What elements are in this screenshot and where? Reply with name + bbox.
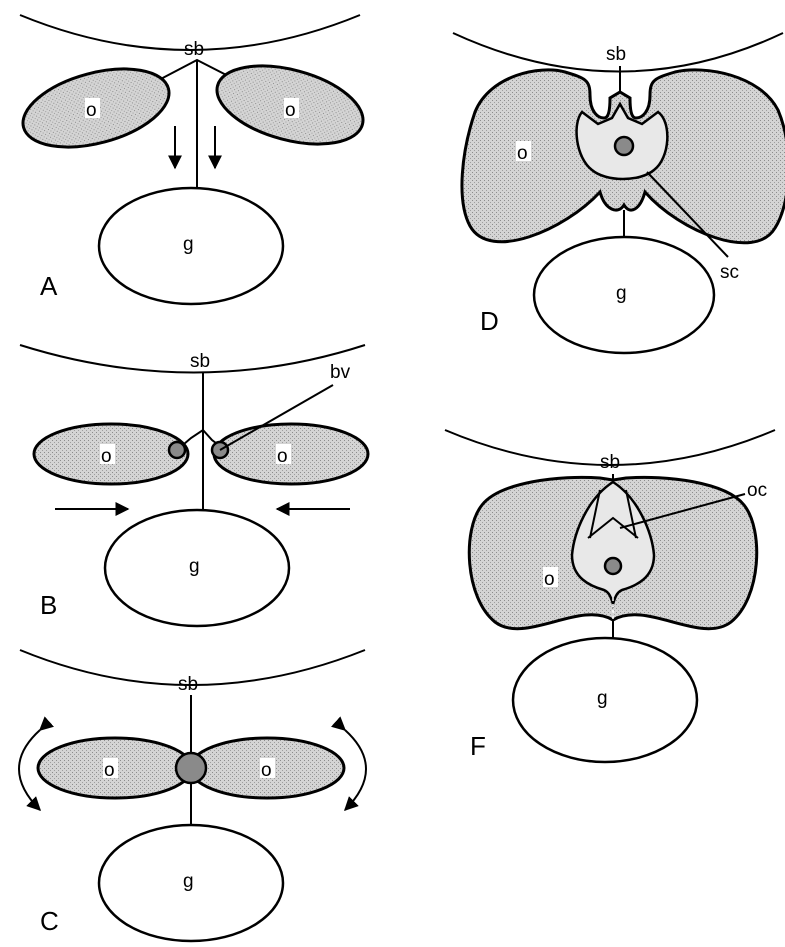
blood-vessel [176, 753, 206, 783]
label-ovary-left: o [101, 446, 112, 467]
label-gut: g [183, 234, 194, 255]
panel-a: sb o o g A [14, 15, 371, 304]
panel-letter-f: F [470, 731, 486, 761]
panel-c: sb o o g C [19, 650, 366, 941]
label-gut: g [597, 688, 608, 709]
panel-letter-c: C [40, 906, 59, 936]
arrow-rotate-right [345, 730, 366, 810]
panel-d: sb o sc g D [453, 33, 785, 353]
label-gut: g [183, 871, 194, 892]
label-swim-bladder: sb [600, 452, 620, 473]
label-ovary-right: o [285, 100, 296, 121]
label-ovary-right: o [277, 446, 288, 467]
label-ovary-right: o [261, 760, 272, 781]
panel-letter-b: B [40, 590, 57, 620]
blood-vessel [605, 558, 621, 574]
label-blood-vessel: bv [330, 362, 351, 383]
label-swim-bladder: sb [606, 44, 626, 65]
label-oc: oc [747, 480, 767, 501]
label-gut: g [616, 283, 627, 304]
label-ovary-left: o [86, 100, 97, 121]
label-sc: sc [720, 262, 739, 283]
panel-letter-a: A [40, 271, 58, 301]
label-ovary: o [517, 143, 528, 164]
panel-b: sb o o bv g B [20, 345, 368, 626]
label-ovary-left: o [104, 760, 115, 781]
panel-letter-d: D [480, 306, 499, 336]
label-swim-bladder: sb [190, 351, 210, 372]
label-swim-bladder: sb [184, 39, 204, 60]
label-gut: g [189, 556, 200, 577]
blood-vessel [615, 137, 633, 155]
blood-vessel-left [169, 442, 185, 458]
label-swim-bladder: sb [178, 674, 198, 695]
panel-f: sb oc o g F [445, 430, 775, 762]
label-ovary: o [544, 569, 555, 590]
